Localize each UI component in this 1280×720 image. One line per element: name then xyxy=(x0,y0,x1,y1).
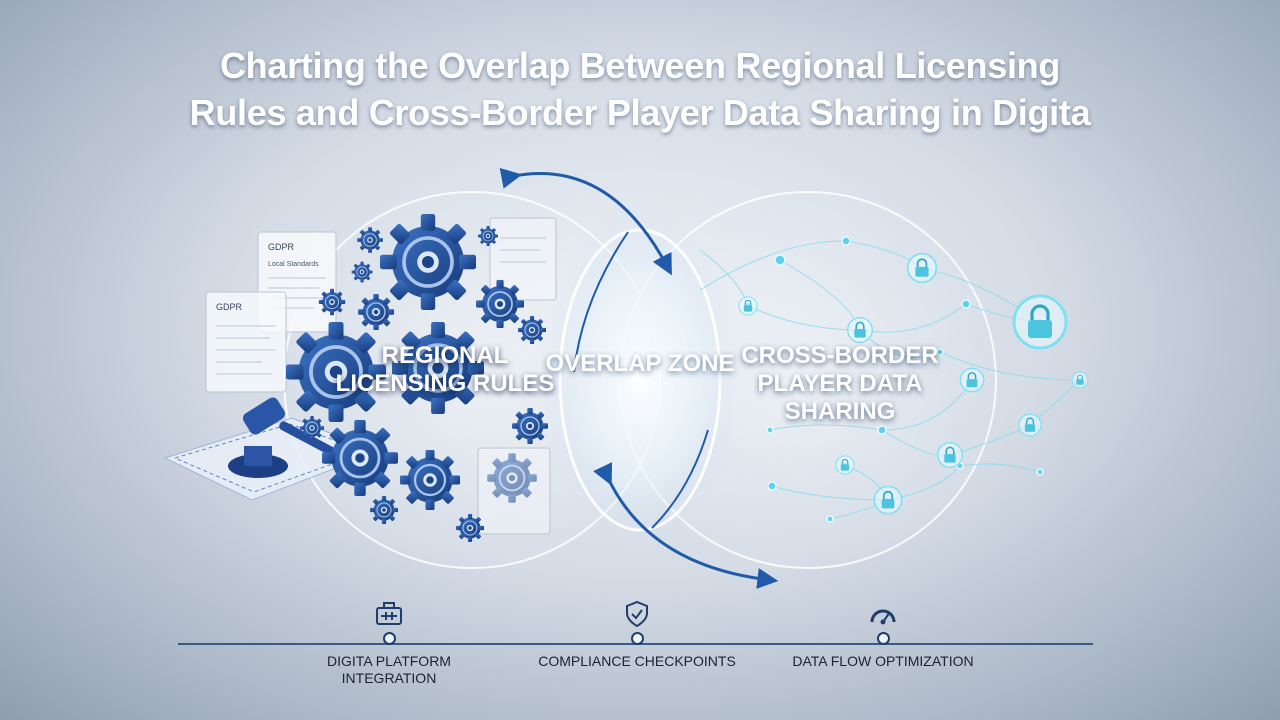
milestone-platform-integration: DIGITA PLATFORM INTEGRATION xyxy=(279,600,499,687)
title-line-1: Charting the Overlap Between Regional Li… xyxy=(219,45,1061,86)
milestone-data-flow: DATA FLOW OPTIMIZATION xyxy=(773,600,993,670)
shield-check-icon xyxy=(622,600,652,628)
document-icon: GDPR xyxy=(205,291,287,393)
overlap-glow xyxy=(540,210,740,550)
dashboard-icon xyxy=(374,600,404,628)
bottom-arrow xyxy=(593,462,779,589)
cross-border-data-label: CROSS-BORDER PLAYER DATA SHARING xyxy=(741,342,939,425)
page-title: Charting the Overlap Between Regional Li… xyxy=(0,42,1280,136)
overlap-zone-label: OVERLAP ZONE xyxy=(545,350,735,377)
top-arrow xyxy=(499,167,672,276)
inner-arc-right xyxy=(651,429,709,529)
milestone-compliance-checkpoints: COMPLIANCE CHECKPOINTS xyxy=(527,600,747,670)
milestone-label: DATA FLOW OPTIMIZATION xyxy=(792,653,974,669)
milestone-label: DIGITA PLATFORM INTEGRATION xyxy=(327,653,451,686)
milestone-dot xyxy=(630,632,644,645)
doc1-title: GDPR xyxy=(268,242,295,252)
document-icon xyxy=(489,217,557,301)
milestone-dot xyxy=(382,632,396,645)
inner-arc-left xyxy=(573,231,629,373)
gavel-icon xyxy=(163,397,380,501)
doc1-text: Local Standards xyxy=(268,261,319,268)
title-line-2: Rules and Cross-Border Player Data Shari… xyxy=(189,92,1091,133)
doc2-title: GDPR xyxy=(216,302,243,312)
gauge-icon xyxy=(868,600,898,628)
regional-licensing-label: REGIONAL LICENSING RULES xyxy=(335,342,555,397)
milestone-dot xyxy=(876,632,890,645)
milestone-label: COMPLIANCE CHECKPOINTS xyxy=(538,653,736,669)
